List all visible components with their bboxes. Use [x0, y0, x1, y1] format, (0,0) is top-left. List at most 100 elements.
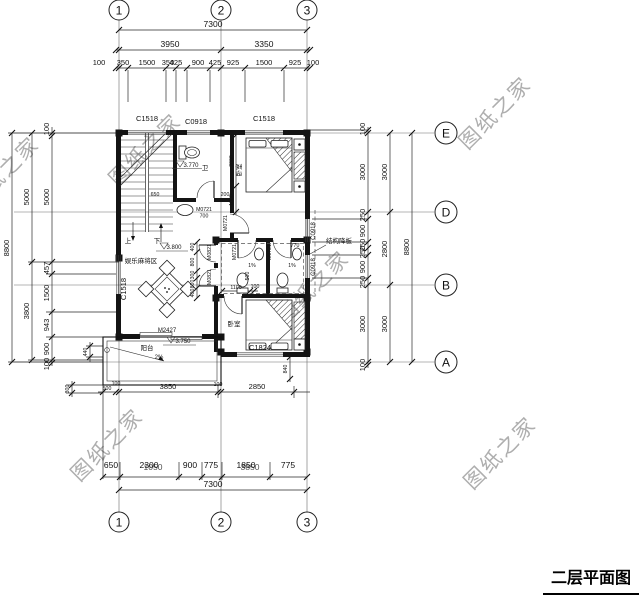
dim-label: 250	[358, 276, 367, 289]
furniture	[137, 137, 306, 351]
dim-label: 900	[42, 343, 51, 356]
dashed-annotations	[221, 210, 327, 294]
dim-label: 300	[190, 271, 196, 280]
dim-label: 2800	[380, 241, 389, 258]
dim-label: 650	[151, 192, 160, 198]
pillow	[270, 342, 289, 350]
interior-dimensions: 2000 1000 200 650 1100 100 400 800 300 8…	[151, 155, 300, 297]
basin	[176, 204, 194, 216]
axis-label: D	[442, 206, 451, 220]
dim-label: 900	[358, 261, 367, 274]
dim-label: 500	[103, 386, 112, 392]
axis-label: E	[442, 127, 450, 141]
basin	[254, 247, 264, 261]
dim-label: 400	[190, 243, 196, 252]
level-label: 3.770	[183, 163, 199, 169]
dim-label: 100	[93, 58, 106, 67]
basin	[292, 247, 302, 261]
door-label: M0721	[267, 244, 273, 260]
room-labels: 卫 3.770 卧室 卧室 娱乐麻将区 3.800 阳台 3.750 2% 1%…	[125, 163, 353, 361]
door-label: M0721	[196, 207, 212, 213]
watermark-text: 图纸之家	[67, 405, 148, 486]
stair-up-label: 上	[125, 236, 132, 245]
windows	[116, 130, 310, 357]
dim-label: 900	[192, 58, 205, 67]
axis-bubble-A	[434, 350, 458, 374]
top-dimensions: 7300 3950 3350 100 350 1500 350 425 900 …	[93, 19, 320, 67]
wardrobe	[293, 151, 306, 180]
dim-label: 100	[251, 284, 260, 290]
room-label-balcony: 阳台	[141, 343, 154, 352]
slope-label: 2%	[155, 355, 164, 361]
dim-label: 200	[221, 192, 230, 198]
dim-label: 3000	[358, 316, 367, 333]
dim-label: 840	[283, 365, 289, 374]
toilet-tank	[276, 287, 289, 294]
dim-label: 775	[204, 460, 218, 470]
grid-bubbles: 1 2 3 1 2 3 E D B A	[108, 0, 458, 533]
axis-label: 1	[116, 516, 123, 530]
dim-label: 1500	[139, 58, 156, 67]
dim-label: 3000	[380, 164, 389, 181]
down-arrow-icon	[131, 236, 135, 241]
sliding-door-panel	[139, 332, 173, 336]
sliding-door-panel	[170, 336, 203, 340]
dim-label: 100	[112, 381, 121, 387]
dim-label: 300	[65, 385, 71, 394]
dim-label: 250	[358, 246, 367, 259]
axis-label: 1	[116, 4, 123, 18]
dim-label: 425	[209, 58, 222, 67]
door-label: M0721	[223, 215, 229, 231]
dim-label: 457	[42, 262, 51, 275]
door-label: M2427	[158, 328, 177, 334]
dim-label: 800	[190, 258, 196, 267]
bottom-dimensions: 500 100 3850 100 2850 650 2300 1050 900 …	[103, 381, 296, 489]
watermarks: 图纸之家 图纸之家 图纸之家 图纸之家 图纸之家 图纸之家	[0, 73, 541, 494]
dim-label: 250	[358, 239, 367, 252]
toilet-bowl	[276, 272, 289, 288]
dim-label: 5000	[22, 189, 31, 206]
opening-tags: C1518 C0918 C1518 C1518 C0918 C0918 C182…	[119, 114, 317, 352]
toilet-tank	[236, 287, 249, 294]
dim-label: 3000	[380, 316, 389, 333]
drain-icon	[104, 347, 110, 353]
dim-label: 3350	[255, 39, 274, 49]
axis-bubble-D	[434, 200, 458, 224]
room-label-bedroom: 卧室	[228, 319, 242, 328]
dim-label: 400	[190, 289, 196, 298]
axis-bubble-2-top	[210, 0, 232, 21]
room-label-bath: 卫	[202, 164, 209, 172]
blanket	[265, 299, 293, 331]
pillow	[248, 140, 267, 148]
dim-label: 700	[200, 214, 209, 220]
balcony	[102, 332, 222, 386]
axis-label: 3	[304, 4, 311, 18]
stair-down-label: 下	[154, 237, 161, 245]
note-drop-slab: 结构降板	[326, 236, 353, 245]
axis-label: A	[442, 356, 450, 370]
level-label: 3.800	[166, 245, 182, 251]
dim-label: 1850	[237, 460, 256, 470]
window-label: C0918	[185, 117, 207, 126]
axis-label: 2	[218, 4, 225, 18]
dim-label: 440	[83, 348, 89, 357]
dim-label: 425	[170, 58, 183, 67]
room-label-mahjong: 娱乐麻将区	[125, 256, 158, 265]
dim-label: 500	[245, 272, 251, 281]
level-marks	[156, 160, 202, 346]
dim-label: 1500	[256, 58, 273, 67]
axis-bubble-B	[434, 273, 458, 297]
dim-label: 770	[291, 243, 300, 249]
dim-label: 1100	[230, 285, 241, 291]
staircase	[119, 133, 173, 242]
slope-label: 1%	[248, 263, 256, 269]
dim-label: 3000	[358, 164, 367, 181]
mahjong-table	[148, 270, 186, 308]
dim-label-overlap: 3850	[241, 462, 260, 472]
level-label: 3.750	[175, 339, 191, 345]
window-label: C1518	[119, 278, 128, 300]
dim-label: 2000	[229, 155, 235, 167]
dim-label: 3950	[161, 39, 180, 49]
toilet-bowl	[184, 146, 200, 159]
